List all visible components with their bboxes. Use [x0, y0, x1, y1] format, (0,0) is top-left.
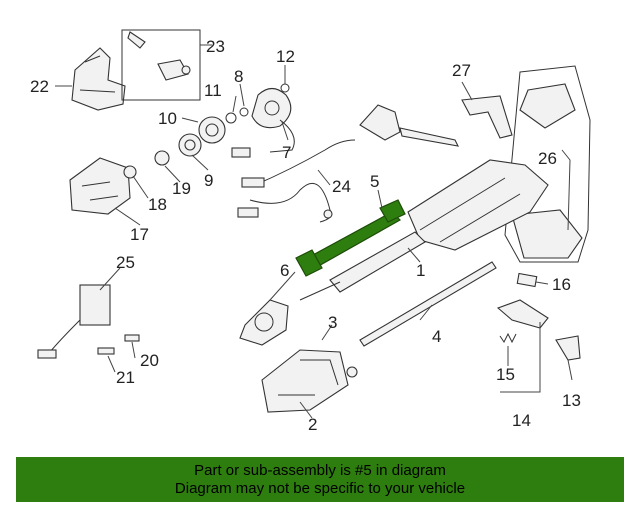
part-20-clip[interactable]	[124, 334, 140, 342]
part-8-oring[interactable]	[239, 107, 249, 117]
callout-7: 7	[282, 143, 291, 162]
part-18-cap[interactable]	[123, 165, 137, 179]
part-22-bracket[interactable]	[71, 47, 126, 111]
info-banner: Part or sub-assembly is #5 in diagram Di…	[16, 457, 624, 502]
callout-13: 13	[562, 391, 581, 410]
callout-20: 20	[140, 351, 159, 370]
callout-17: 17	[130, 225, 149, 244]
part-6-boot[interactable]	[239, 299, 289, 346]
part-1-column[interactable]	[299, 159, 549, 301]
part-7-clockspring[interactable]	[231, 87, 295, 158]
callout-21: 21	[116, 368, 135, 387]
part-13-lever[interactable]	[555, 335, 581, 361]
callout-19: 19	[172, 179, 191, 198]
callout-16: 16	[552, 275, 571, 294]
parts-diagram: 22 23 12 8 11 10 9 19 7 18 17 24 27 26 5…	[30, 29, 591, 434]
callout-22: 22	[30, 77, 49, 96]
callout-labels: 22 23 12 8 11 10 9 19 7 18 17 24 27 26 5…	[30, 37, 581, 434]
callout-27: 27	[452, 61, 471, 80]
part-16-pin[interactable]	[516, 272, 538, 288]
callout-24: 24	[332, 177, 351, 196]
part-25-sensor[interactable]	[37, 284, 111, 359]
part-21-clip[interactable]	[97, 347, 115, 355]
callout-18: 18	[148, 195, 167, 214]
part-5-shaft[interactable]	[295, 199, 406, 277]
part-19-bushing[interactable]	[154, 150, 170, 166]
callout-4: 4	[432, 327, 441, 346]
banner-line-1: Part or sub-assembly is #5 in diagram	[194, 461, 446, 479]
callout-8: 8	[234, 67, 243, 86]
callout-12: 12	[276, 47, 295, 66]
callout-3: 3	[328, 313, 337, 332]
part-11-oring[interactable]	[225, 112, 237, 124]
callout-1: 1	[416, 261, 425, 280]
callout-11: 11	[204, 81, 222, 100]
callout-25: 25	[116, 253, 135, 272]
leader-lines	[55, 44, 573, 419]
part-column-lever[interactable]	[359, 104, 459, 147]
callout-14: 14	[512, 411, 531, 430]
callout-2: 2	[308, 415, 317, 434]
callout-6: 6	[280, 261, 289, 280]
part-23-box[interactable]	[121, 29, 201, 101]
part-14-tilt-lever[interactable]	[496, 299, 549, 329]
banner-line-2: Diagram may not be specific to your vehi…	[174, 479, 466, 497]
callout-23: 23	[206, 37, 225, 56]
part-2-bracket[interactable]	[261, 349, 358, 413]
part-9-gear[interactable]	[178, 133, 202, 157]
callout-9: 9	[204, 171, 213, 190]
callout-5: 5	[370, 172, 379, 191]
part-24-harness[interactable]	[237, 139, 356, 223]
callout-26: 26	[538, 149, 557, 168]
callout-10: 10	[158, 109, 177, 128]
part-27-cover[interactable]	[461, 95, 513, 139]
part-15-spring[interactable]	[499, 332, 517, 344]
part-12-wire[interactable]	[280, 83, 290, 93]
part-17-housing[interactable]	[69, 157, 131, 215]
part-4-shaft[interactable]	[359, 261, 497, 347]
callout-15: 15	[496, 365, 515, 384]
part-10-ring[interactable]	[198, 116, 226, 144]
part-26-shroud[interactable]	[504, 65, 591, 263]
